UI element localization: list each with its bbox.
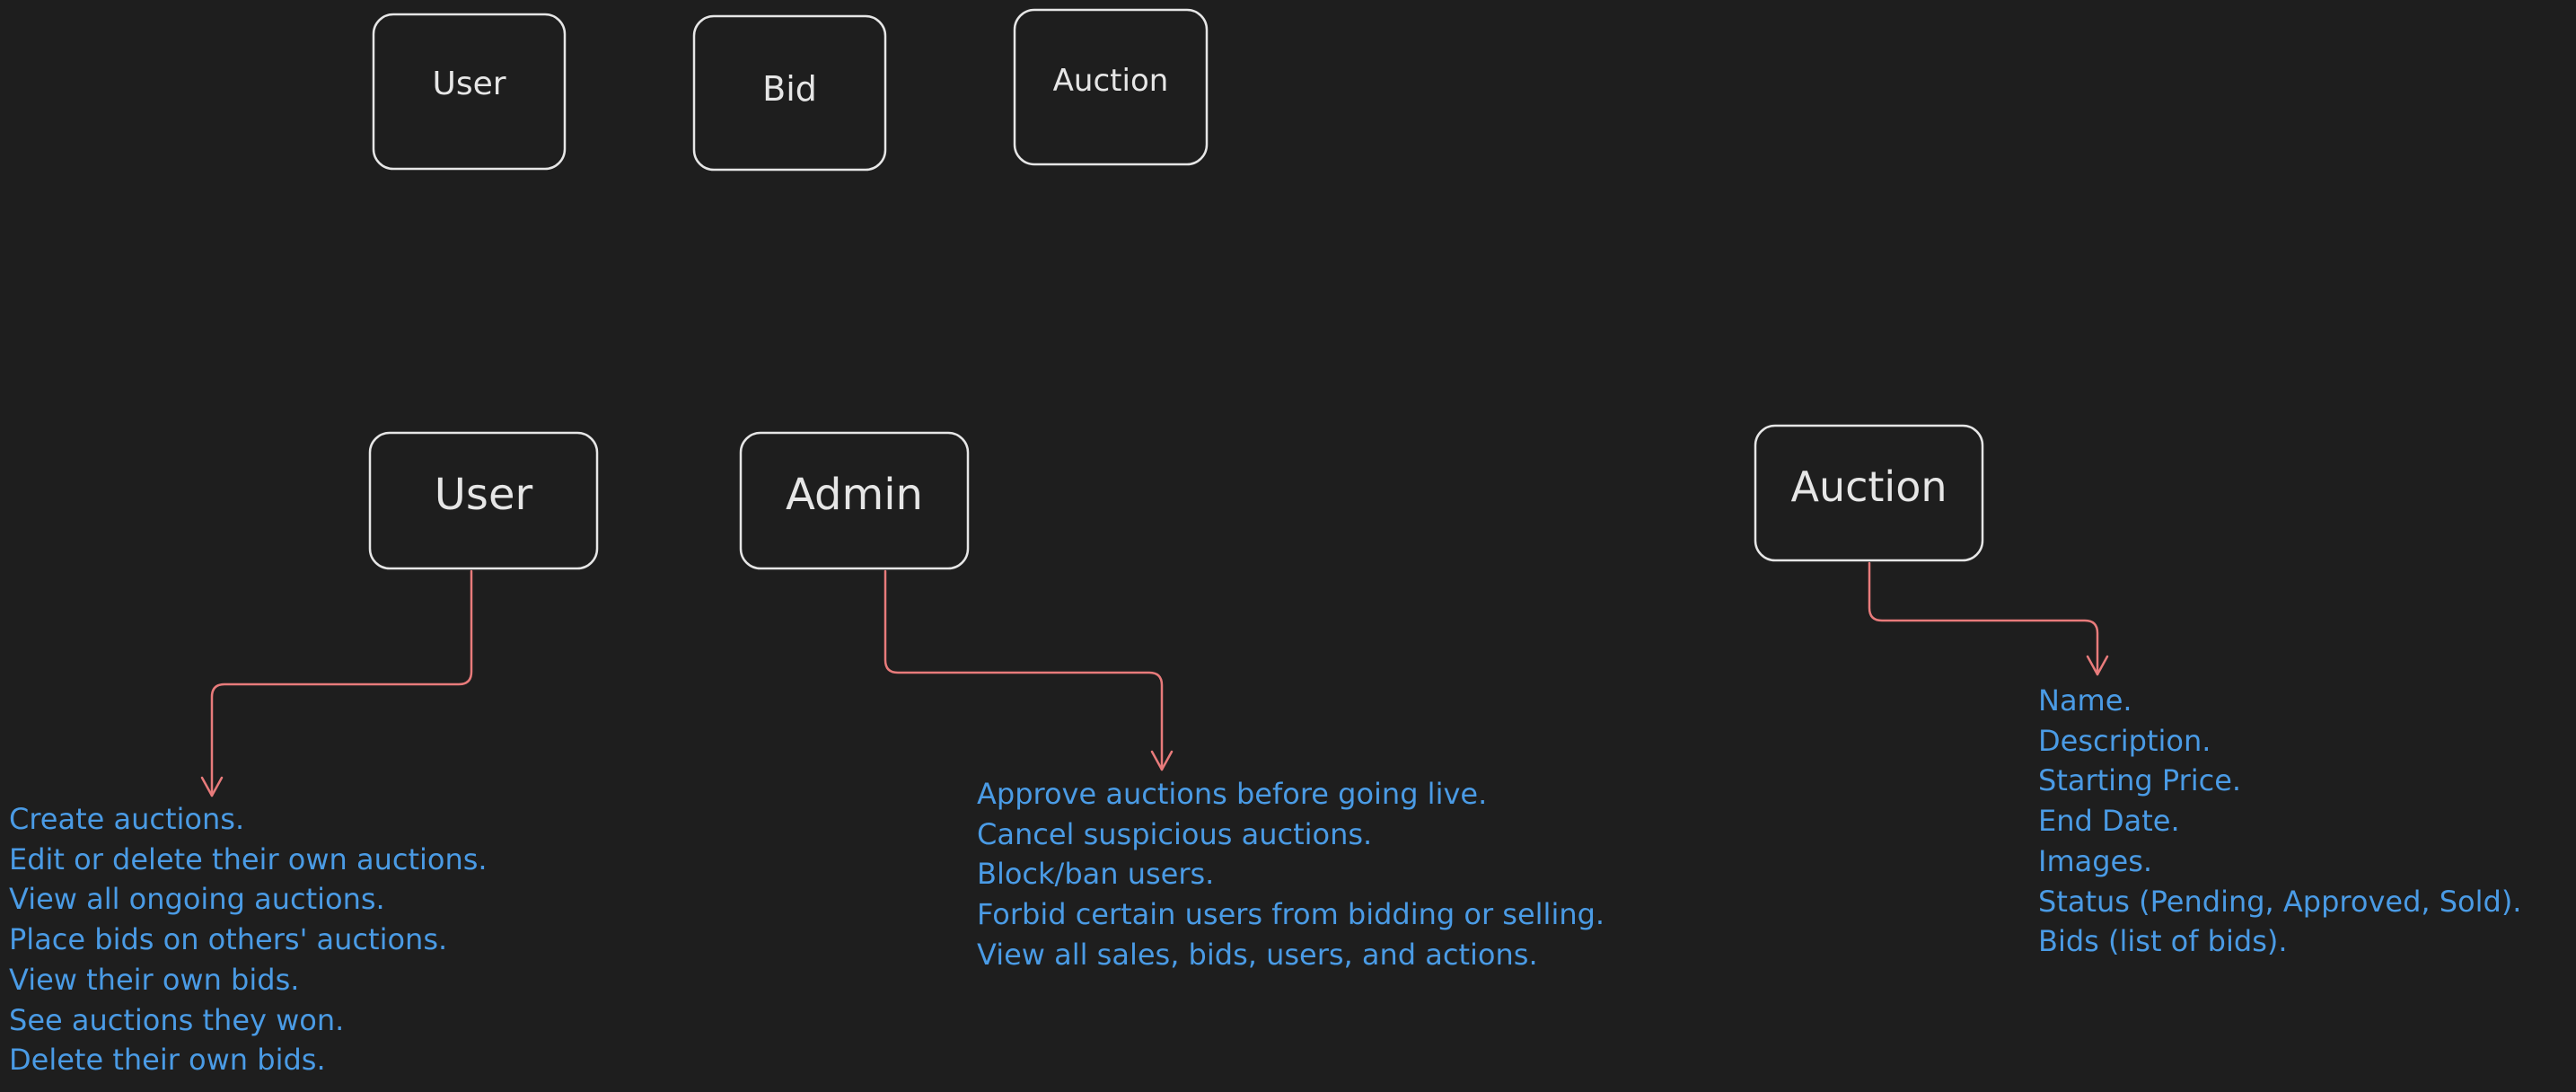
user-arrow[interactable] — [210, 569, 473, 797]
list-item: Images. — [2038, 843, 2153, 878]
top-auction-label: Auction — [1052, 63, 1169, 99]
auction-arrow[interactable] — [1868, 561, 2099, 676]
auction-label: Auction — [1790, 462, 1947, 511]
list-item: Name. — [2038, 683, 2132, 718]
admin-label: Admin — [786, 470, 923, 520]
top-auction-box[interactable] — [1013, 8, 1209, 166]
list-item: End Date. — [2038, 804, 2180, 839]
list-item: Create auctions. — [9, 802, 245, 836]
admin-arrow[interactable] — [884, 569, 1164, 771]
auction-arrowhead — [2086, 655, 2109, 676]
list-item: Edit or delete their own auctions. — [9, 841, 488, 876]
list-item: Cancel suspicious auctions. — [977, 816, 1373, 851]
list-item: View all sales, bids, users, and actions… — [977, 937, 1538, 972]
admin-capabilities-list: Approve auctions before going live. Canc… — [977, 774, 1605, 975]
top-bid-box[interactable] — [692, 14, 887, 172]
user-capabilities-list: Create auctions. Edit or delete their ow… — [9, 799, 488, 1080]
list-item: Approve auctions before going live. — [977, 777, 1488, 811]
admin-box[interactable] — [739, 431, 970, 570]
list-item: Starting Price. — [2038, 763, 2242, 798]
auction-attributes-list: Name. Description. Starting Price. End D… — [2038, 681, 2521, 962]
list-item: Forbid certain users from bidding or sel… — [977, 897, 1605, 932]
user-arrowhead — [200, 776, 224, 797]
list-item: Delete their own bids. — [9, 1043, 326, 1078]
top-user-label: User — [432, 66, 506, 102]
user-label: User — [434, 470, 533, 520]
list-item: Description. — [2038, 723, 2211, 758]
list-item: See auctions they won. — [9, 1002, 345, 1037]
list-item: View all ongoing auctions. — [9, 882, 385, 917]
user-box[interactable] — [368, 431, 599, 570]
top-bid-label: Bid — [762, 69, 817, 109]
top-user-box[interactable] — [372, 13, 567, 171]
auction-box[interactable] — [1754, 424, 1984, 562]
list-item: Block/ban users. — [977, 857, 1215, 892]
list-item: Bids (list of bids). — [2038, 924, 2288, 959]
admin-arrowhead — [1150, 750, 1174, 771]
list-item: Place bids on others' auctions. — [9, 922, 448, 957]
list-item: Status (Pending, Approved, Sold). — [2038, 884, 2522, 919]
list-item: View their own bids. — [9, 962, 300, 997]
